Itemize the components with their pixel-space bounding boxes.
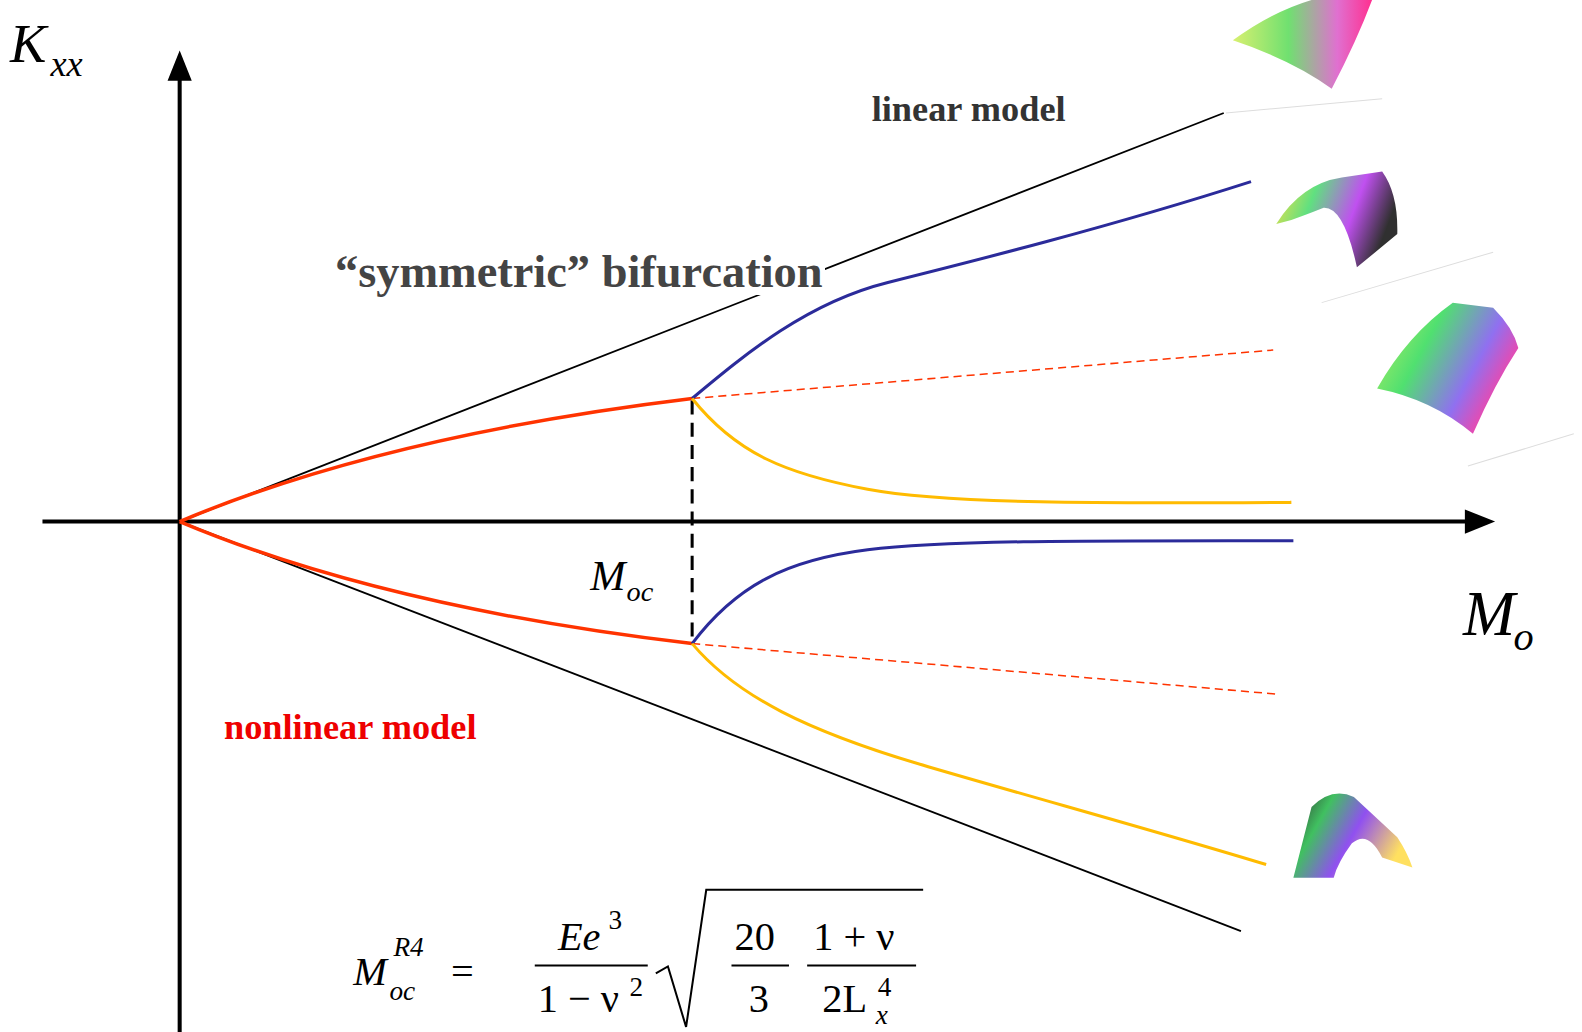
linear-model-lines [180, 113, 1241, 931]
formula-operator: = [451, 952, 474, 992]
formula-superscript: 2 [630, 974, 644, 1001]
series-label: linear model [870, 91, 1068, 127]
formula-superscript: 3 [608, 907, 622, 934]
formula-symbol: Ee [558, 917, 601, 957]
series-label: nonlinear model [224, 709, 477, 745]
critical-moment-subscript: oc [625, 578, 656, 606]
formula-number: 20 [735, 917, 775, 957]
formula-symbol: 2L [822, 979, 867, 1019]
axis-subscript: xx [50, 46, 82, 82]
formula-symbol: 1 − ν [538, 979, 619, 1019]
axis-label: M [1463, 583, 1515, 646]
formula-superscript: 4 [878, 974, 892, 1001]
formula-symbol: 1 + ν [813, 917, 894, 957]
formula-subscript: oc [389, 978, 415, 1005]
axis-subscript: o [1513, 617, 1533, 657]
formula-subscript: x [876, 1002, 888, 1029]
shell-shape-icons [1226, 0, 1574, 878]
critical-moment-label: M [588, 555, 627, 597]
formula-number: 3 [749, 979, 769, 1019]
annotation-title: “symmetric” bifurcation [333, 249, 825, 295]
nonlinear-curves [180, 182, 1294, 865]
formula-superscript: R4 [393, 934, 423, 961]
formula-strokes [535, 890, 923, 1027]
axis-label: K [10, 17, 46, 71]
formula-symbol: M [353, 952, 387, 992]
axes [42, 50, 1495, 1032]
